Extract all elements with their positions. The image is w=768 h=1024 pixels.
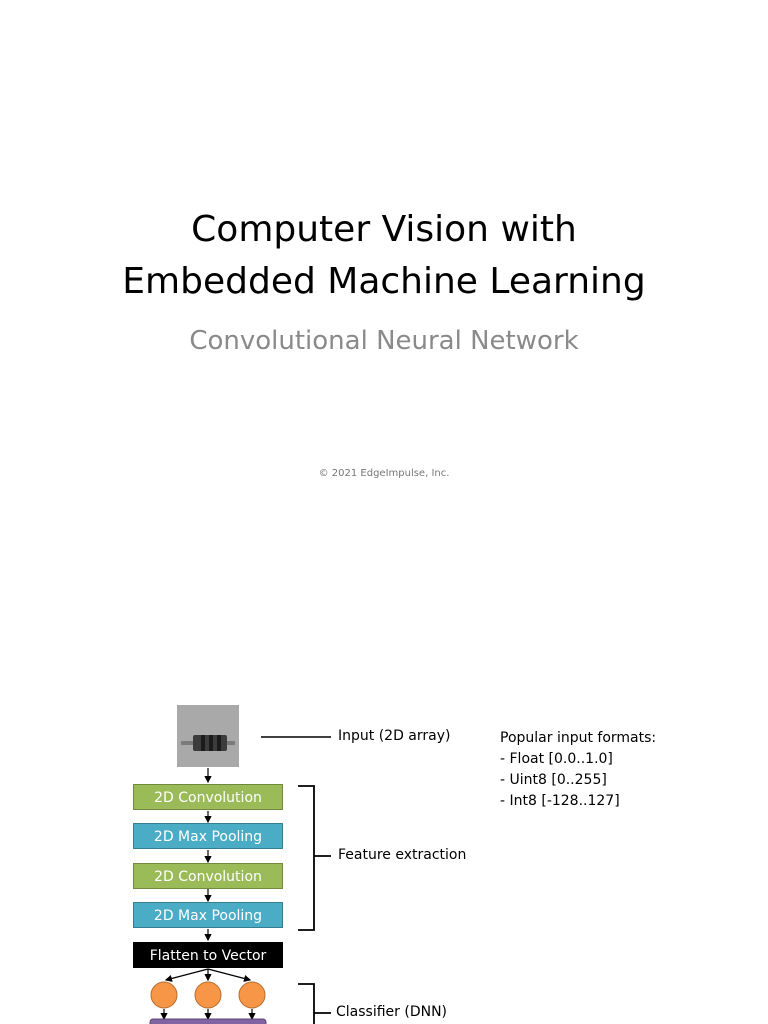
classifier-label: Classifier (DNN)	[336, 1004, 448, 1020]
resistor-band	[217, 735, 221, 751]
layer-maxpool-1: 2D Max Pooling	[133, 823, 283, 849]
formats-heading: Popular input formats:	[500, 730, 657, 746]
resistor-band	[209, 735, 213, 751]
format-item: - Int8 [-128..127]	[500, 793, 620, 809]
slide-subtitle: Convolutional Neural Network	[189, 326, 579, 356]
neuron-node	[238, 981, 266, 1009]
feature-extraction-label: Feature extraction	[338, 847, 467, 863]
copyright-notice: © 2021 EdgeImpulse, Inc.	[318, 468, 450, 479]
classifier-bracket	[298, 983, 315, 1024]
feature-bracket	[298, 785, 315, 931]
format-item: - Float [0.0..1.0]	[500, 751, 613, 767]
format-item: - Uint8 [0..255]	[500, 772, 607, 788]
resistor-band	[201, 735, 205, 751]
slide-title-line-1: Computer Vision with	[191, 209, 577, 250]
arrow	[207, 968, 252, 982]
layer-flatten: Flatten to Vector	[133, 942, 283, 968]
layer-conv-2: 2D Convolution	[133, 863, 283, 889]
layer-maxpool-2: 2D Max Pooling	[133, 902, 283, 928]
layer-conv-1: 2D Convolution	[133, 784, 283, 810]
input-label: Input (2D array)	[338, 728, 451, 744]
neuron-node	[150, 981, 178, 1009]
arrow	[164, 968, 209, 982]
input-image-thumbnail	[177, 705, 239, 767]
neuron-node	[194, 981, 222, 1009]
output-layer-box	[149, 1018, 267, 1024]
slide-title-line-2: Embedded Machine Learning	[122, 261, 646, 302]
input-formats-list: Popular input formats: - Float [0.0..1.0…	[500, 728, 656, 812]
